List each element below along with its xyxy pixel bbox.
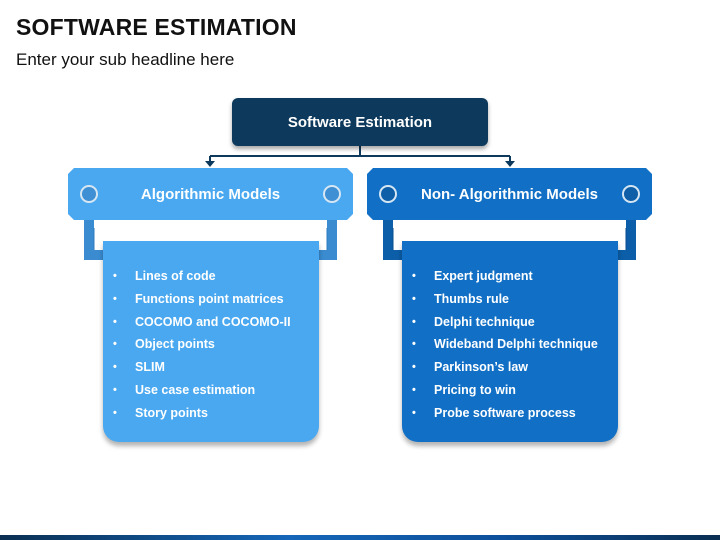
bullet-icon: • xyxy=(113,383,117,396)
circle-icon xyxy=(379,185,397,203)
list-item: •SLIM xyxy=(111,356,319,379)
algorithmic-models-list: •Lines of code •Functions point matrices… xyxy=(103,241,319,425)
footer-accent-bar xyxy=(0,535,720,540)
bullet-icon: • xyxy=(412,406,416,419)
list-item: •Lines of code xyxy=(111,265,319,288)
bullet-icon: • xyxy=(412,315,416,328)
algorithmic-models-card: •Lines of code •Functions point matrices… xyxy=(103,241,319,442)
bullet-icon: • xyxy=(412,338,416,351)
bullet-icon: • xyxy=(113,270,117,282)
right-bracket xyxy=(383,220,636,260)
root-node: Software Estimation xyxy=(232,98,488,146)
bullet-icon: • xyxy=(412,270,416,282)
list-item: •Expert judgment xyxy=(410,265,618,288)
bullet-icon: • xyxy=(113,338,117,351)
page-subtitle: Enter your sub headline here xyxy=(16,50,235,69)
root-node-label: Software Estimation xyxy=(287,113,433,131)
list-item: •Pricing to win xyxy=(410,379,618,402)
list-item: •Probe software process xyxy=(410,402,618,425)
list-item: •Thumbs rule xyxy=(410,288,618,311)
list-item: •Wideband Delphi technique xyxy=(410,333,618,356)
non-algorithmic-models-list: •Expert judgment •Thumbs rule •Delphi te… xyxy=(402,241,618,425)
bullet-icon: • xyxy=(113,315,117,328)
list-item: •Functions point matrices xyxy=(111,288,319,311)
list-item: •Story points xyxy=(111,402,319,425)
list-item: •Delphi technique xyxy=(410,311,618,334)
bullet-icon: • xyxy=(412,292,416,305)
right-arrowhead xyxy=(505,161,515,167)
circle-icon xyxy=(323,185,341,203)
bullet-icon: • xyxy=(412,361,416,374)
left-arrowhead xyxy=(205,161,215,167)
list-item: •Use case estimation xyxy=(111,379,319,402)
left-bracket xyxy=(84,220,337,260)
page-title: SOFTWARE ESTIMATION xyxy=(16,14,297,40)
algorithmic-models-header: Algorithmic Models xyxy=(68,168,353,220)
non-algorithmic-models-card: •Expert judgment •Thumbs rule •Delphi te… xyxy=(402,241,618,442)
list-item: •Parkinson’s law xyxy=(410,356,618,379)
bullet-icon: • xyxy=(113,406,117,419)
circle-icon xyxy=(622,185,640,203)
list-item: •COCOMO and COCOMO-II xyxy=(111,311,319,334)
list-item: •Object points xyxy=(111,333,319,356)
bullet-icon: • xyxy=(113,292,117,305)
bullet-icon: • xyxy=(113,361,117,374)
non-algorithmic-models-header: Non- Algorithmic Models xyxy=(367,168,652,220)
bullet-icon: • xyxy=(412,383,416,396)
circle-icon xyxy=(80,185,98,203)
non-algorithmic-models-label: Non- Algorithmic Models xyxy=(421,185,598,203)
algorithmic-models-label: Algorithmic Models xyxy=(140,185,281,203)
